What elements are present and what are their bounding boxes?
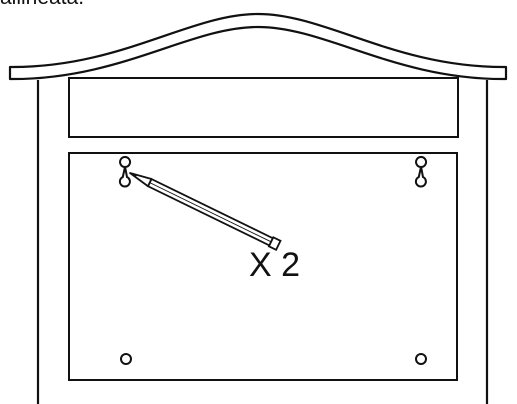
keyhole-slot-icon bbox=[118, 156, 132, 188]
back-plate bbox=[68, 152, 458, 381]
mailbox-roof bbox=[8, 12, 508, 81]
mailbox-side-walls bbox=[36, 80, 489, 404]
caption-fragment: allineata. bbox=[0, 0, 84, 8]
keyhole-slot-icon bbox=[414, 156, 428, 188]
screw-hole-icon bbox=[415, 353, 427, 365]
quantity-label: X 2 bbox=[249, 246, 300, 284]
screw-hole-icon bbox=[120, 353, 132, 365]
mail-slot-panel bbox=[68, 77, 459, 138]
pencil-icon bbox=[129, 172, 282, 252]
